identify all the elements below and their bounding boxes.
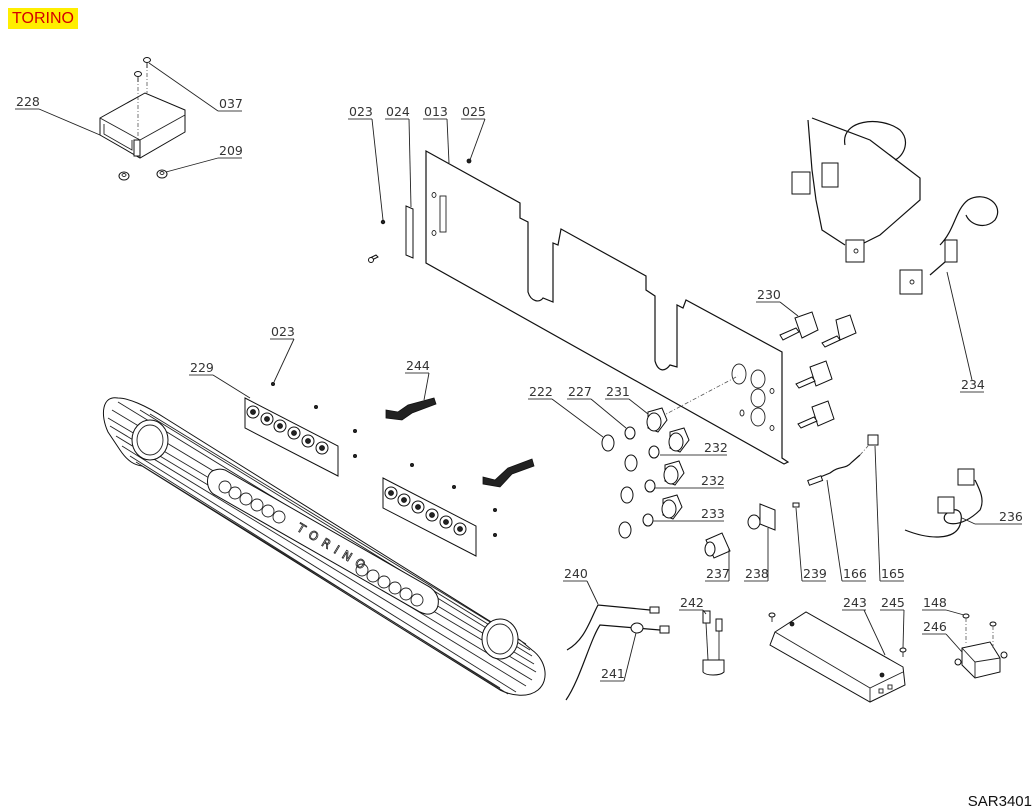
part-023-board-screws[interactable]: [270, 381, 497, 538]
svg-text:037: 037: [219, 96, 243, 111]
part-229-switch-board-left[interactable]: [244, 397, 339, 477]
svg-text:209: 209: [219, 143, 243, 158]
callout-241[interactable]: 241: [600, 632, 637, 682]
part-239-pin[interactable]: [792, 502, 800, 508]
callout-232-b[interactable]: 232: [655, 473, 725, 489]
callout-240[interactable]: 240: [563, 566, 599, 605]
callout-244[interactable]: 244: [405, 358, 430, 401]
part-246-filter[interactable]: [954, 641, 1008, 679]
part-241-sensor-cable[interactable]: [565, 622, 670, 701]
svg-text:231: 231: [606, 384, 630, 399]
svg-text:023: 023: [349, 104, 373, 119]
part-037-screws[interactable]: [134, 57, 151, 141]
part-222-washers[interactable]: [601, 434, 638, 539]
callout-228[interactable]: 228: [15, 94, 101, 136]
part-240-cable[interactable]: [566, 604, 660, 651]
callout-229[interactable]: 229: [189, 360, 251, 399]
callout-245[interactable]: 245: [880, 595, 905, 649]
svg-text:232: 232: [704, 440, 728, 455]
svg-text:246: 246: [923, 619, 947, 634]
callout-023-lower[interactable]: 023: [270, 324, 295, 383]
part-237-extension[interactable]: [704, 532, 731, 559]
part-upper-wiring-harness[interactable]: [791, 117, 921, 263]
callout-148[interactable]: 148: [922, 595, 965, 616]
callout-227[interactable]: 227: [567, 384, 627, 429]
svg-text:237: 237: [706, 566, 730, 581]
svg-text:148: 148: [923, 595, 947, 610]
svg-text:228: 228: [16, 94, 40, 109]
svg-text:238: 238: [745, 566, 769, 581]
svg-text:227: 227: [568, 384, 592, 399]
svg-text:239: 239: [803, 566, 827, 581]
callout-242[interactable]: 242: [679, 595, 707, 615]
svg-text:024: 024: [386, 104, 410, 119]
part-238-knob-holder[interactable]: [747, 503, 776, 531]
svg-text:245: 245: [881, 595, 905, 610]
svg-text:243: 243: [843, 595, 867, 610]
svg-text:234: 234: [961, 377, 985, 392]
part-234-wiring-harness[interactable]: [899, 196, 999, 295]
svg-text:229: 229: [190, 360, 214, 375]
part-013-back-panel[interactable]: [425, 149, 790, 465]
part-228-control-box[interactable]: [99, 92, 186, 159]
callout-243[interactable]: 243: [842, 595, 886, 656]
part-front-control-panel[interactable]: TORINO: [102, 397, 546, 696]
part-236-cable[interactable]: [904, 468, 983, 538]
svg-text:236: 236: [999, 509, 1023, 524]
callout-239[interactable]: 239: [795, 507, 827, 582]
callout-209[interactable]: 209: [165, 143, 243, 173]
callout-234[interactable]: 234: [946, 271, 985, 393]
callout-232-a[interactable]: 232: [660, 440, 728, 456]
part-148-screws[interactable]: [962, 613, 997, 648]
part-227-spacers[interactable]: [624, 426, 660, 527]
callout-025[interactable]: 025: [461, 104, 486, 161]
document-code: SAR3401: [967, 793, 1032, 810]
part-244-ribbon-cables[interactable]: [385, 397, 535, 488]
part-231-233-knobs[interactable]: [646, 407, 690, 520]
part-209-rubber-feet[interactable]: [118, 169, 168, 181]
svg-text:240: 240: [564, 566, 588, 581]
svg-text:023: 023: [271, 324, 295, 339]
callout-238[interactable]: 238: [744, 528, 769, 582]
part-024-connector-plate[interactable]: [405, 205, 414, 259]
callout-246[interactable]: 246: [922, 619, 963, 653]
callout-037[interactable]: 037: [148, 62, 243, 112]
part-166-probe[interactable]: [807, 454, 861, 486]
svg-text:013: 013: [424, 104, 448, 119]
callout-236[interactable]: 236: [961, 509, 1023, 525]
callout-166[interactable]: 166: [826, 479, 867, 582]
svg-text:232: 232: [701, 473, 725, 488]
part-165-thermostat[interactable]: [859, 434, 879, 456]
svg-text:233: 233: [701, 506, 725, 521]
svg-text:166: 166: [843, 566, 867, 581]
callout-230[interactable]: 230: [756, 287, 799, 317]
callout-023-upper[interactable]: 023: [348, 104, 384, 221]
part-230-switches[interactable]: [779, 311, 857, 429]
callout-013[interactable]: 013: [423, 104, 450, 164]
svg-text:165: 165: [881, 566, 905, 581]
callout-024[interactable]: 024: [385, 104, 412, 208]
svg-text:242: 242: [680, 595, 704, 610]
callout-222[interactable]: 222: [528, 384, 604, 438]
svg-text:241: 241: [601, 666, 625, 681]
part-229-switch-board-right[interactable]: [382, 477, 477, 557]
svg-text:025: 025: [462, 104, 486, 119]
svg-text:244: 244: [406, 358, 430, 373]
callout-233[interactable]: 233: [653, 506, 725, 522]
callout-165[interactable]: 165: [874, 445, 905, 582]
part-242-lamp-holder[interactable]: [702, 610, 725, 676]
model-title-badge: TORINO: [8, 8, 78, 29]
callout-231[interactable]: 231: [605, 384, 649, 415]
svg-text:230: 230: [757, 287, 781, 302]
svg-text:222: 222: [529, 384, 553, 399]
callout-237[interactable]: 237: [705, 548, 730, 582]
part-023-screws-upper[interactable]: [368, 219, 386, 263]
part-243-transformer[interactable]: [769, 611, 906, 703]
